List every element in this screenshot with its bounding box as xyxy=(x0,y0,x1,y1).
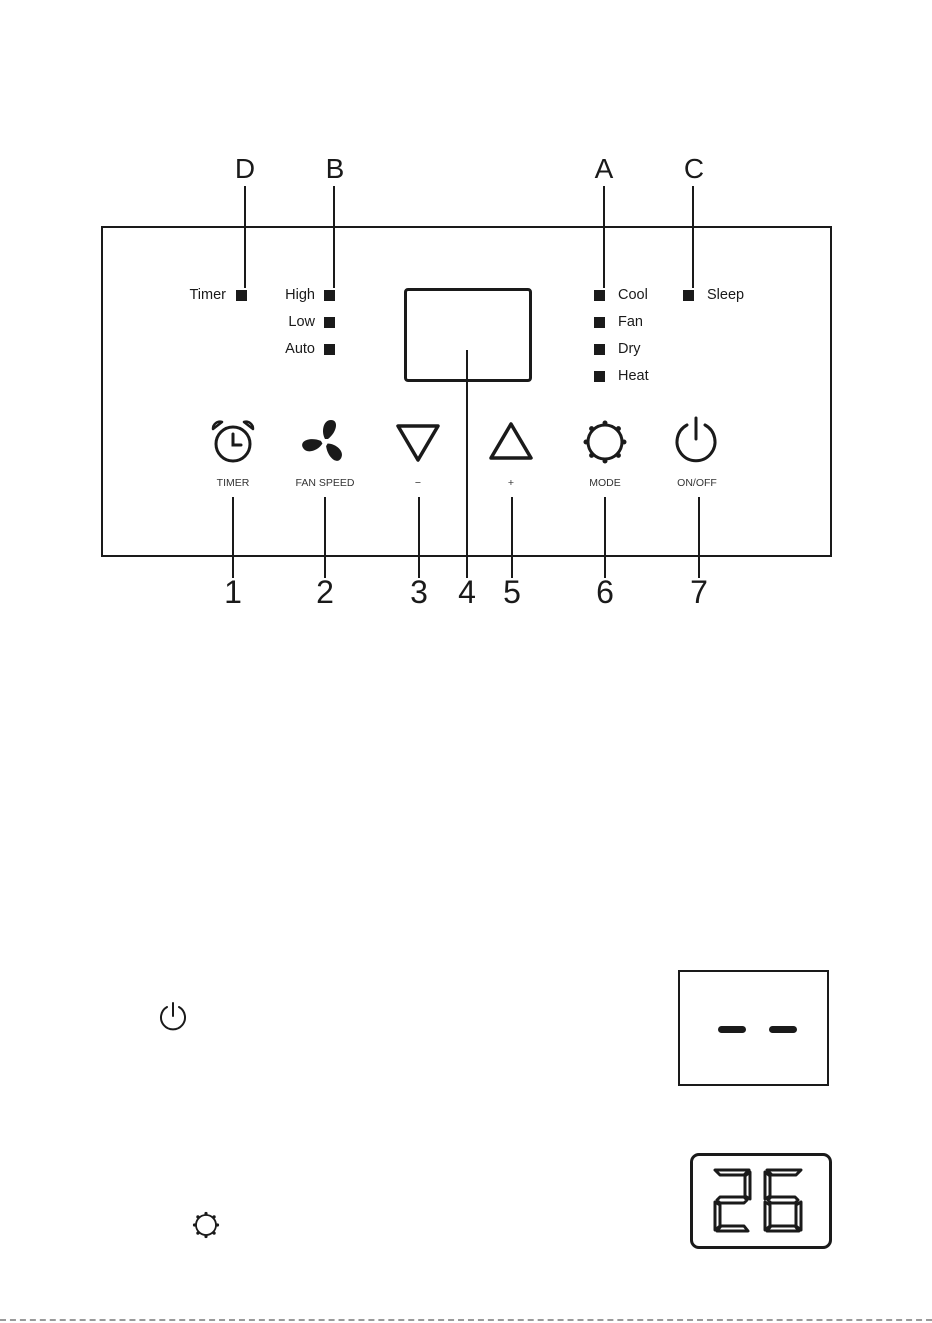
timer-button-label: TIMER xyxy=(188,477,278,489)
leader-line-2 xyxy=(324,497,326,578)
callout-number-4: 4 xyxy=(447,576,487,608)
callout-letter-b: B xyxy=(315,155,355,183)
fan-auto-label: Auto xyxy=(250,341,315,357)
fan-low-label: Low xyxy=(250,314,315,330)
callout-letter-d: D xyxy=(225,155,265,183)
mode-heat-label: Heat xyxy=(618,368,649,384)
mode-sun-icon[interactable] xyxy=(577,414,633,470)
mode-dry-led xyxy=(594,344,605,355)
plus-button-label: + xyxy=(466,477,556,489)
callout-number-5: 5 xyxy=(492,576,532,608)
mode-dry-label: Dry xyxy=(618,341,641,357)
callout-letter-c: C xyxy=(674,155,714,183)
alarm-clock-icon[interactable] xyxy=(205,414,261,470)
standby-display: - - xyxy=(678,970,829,1086)
mode-button-label: MODE xyxy=(560,477,650,489)
leader-line-5 xyxy=(511,497,513,578)
page-bottom-rule xyxy=(0,1319,932,1321)
leader-line-7 xyxy=(698,497,700,578)
timer-indicator-led xyxy=(236,290,247,301)
mode-cool-label: Cool xyxy=(618,287,648,303)
leader-line-3 xyxy=(418,497,420,578)
sleep-indicator-label: Sleep xyxy=(707,287,744,303)
mode-cool-led xyxy=(594,290,605,301)
callout-number-3: 3 xyxy=(399,576,439,608)
sleep-indicator-led xyxy=(683,290,694,301)
temperature-display-example: 26 xyxy=(690,1153,832,1249)
callout-number-2: 2 xyxy=(305,576,345,608)
power-icon xyxy=(156,999,190,1033)
leader-line-1 xyxy=(232,497,234,578)
fan-high-label: High xyxy=(250,287,315,303)
mode-fan-led xyxy=(594,317,605,328)
power-icon[interactable] xyxy=(668,412,724,468)
callout-number-1: 1 xyxy=(213,576,253,608)
minus-button-label: − xyxy=(373,477,463,489)
temperature-display-window xyxy=(404,288,532,382)
fan-auto-led xyxy=(324,344,335,355)
mode-fan-label: Fan xyxy=(618,314,643,330)
fan-low-led xyxy=(324,317,335,328)
fan-icon[interactable] xyxy=(297,414,353,470)
mode-heat-led xyxy=(594,371,605,382)
on-off-button-label: ON/OFF xyxy=(652,477,742,489)
callout-number-7: 7 xyxy=(679,576,719,608)
fan-high-led xyxy=(324,290,335,301)
up-triangle-icon[interactable] xyxy=(483,414,539,470)
timer-indicator-label: Timer xyxy=(160,287,226,303)
mode-sun-icon xyxy=(190,1209,222,1241)
leader-line-4 xyxy=(466,350,468,578)
leader-line-6 xyxy=(604,497,606,578)
down-triangle-icon[interactable] xyxy=(390,414,446,470)
fan-speed-button-label: FAN SPEED xyxy=(280,477,370,489)
callout-letter-a: A xyxy=(584,155,624,183)
callout-number-6: 6 xyxy=(585,576,625,608)
